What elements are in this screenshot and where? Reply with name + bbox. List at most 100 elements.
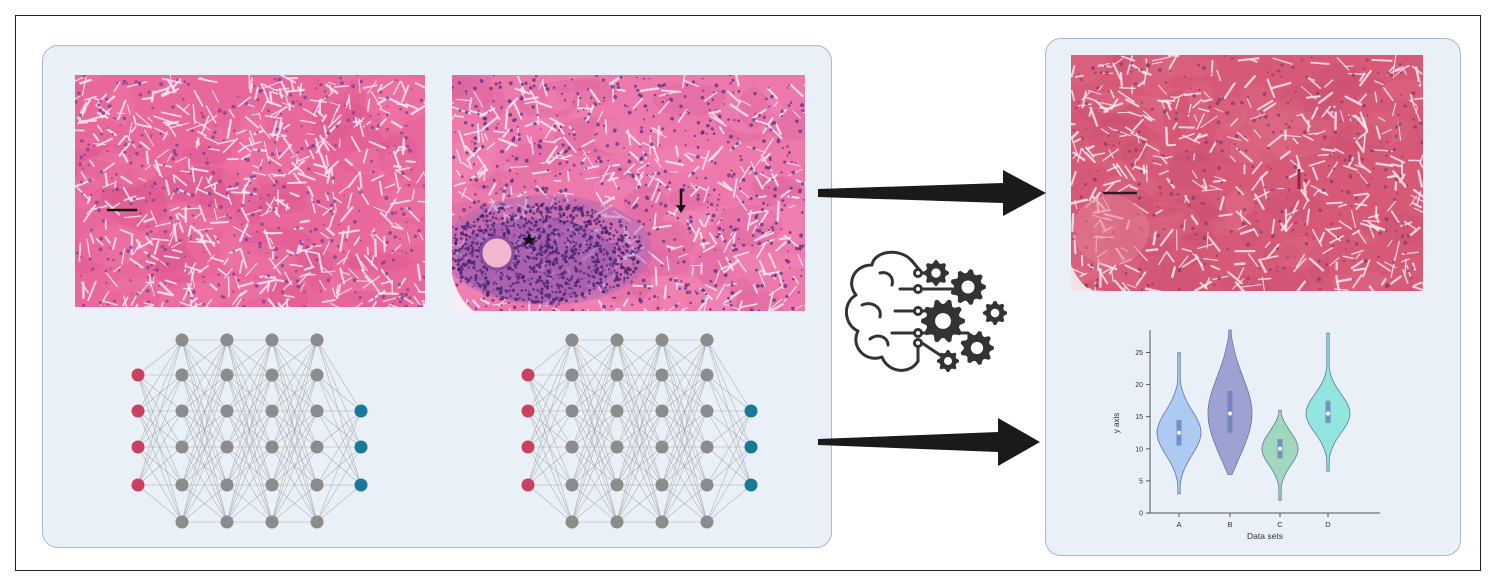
hidden-node (310, 368, 324, 382)
input-node (521, 404, 535, 418)
histology-image-2 (452, 75, 805, 311)
output-node (744, 404, 758, 418)
hidden-node (610, 515, 624, 529)
gear-icon (923, 260, 949, 286)
hidden-node (565, 333, 579, 347)
y-tick-label: 0 (1139, 511, 1143, 518)
hidden-node (220, 368, 234, 382)
hidden-node (610, 368, 624, 382)
hidden-node (310, 478, 324, 492)
violin-median-C (1278, 446, 1282, 451)
gear-icon (921, 299, 965, 343)
input-node (521, 440, 535, 454)
hidden-node (265, 333, 279, 347)
arrow-to-image-output (818, 170, 1046, 216)
hidden-node (610, 478, 624, 492)
output-node (354, 404, 368, 418)
hidden-node (310, 515, 324, 529)
hidden-node (175, 440, 189, 454)
hidden-node (565, 368, 579, 382)
output-node (744, 478, 758, 492)
hidden-node (220, 478, 234, 492)
gear-icon (960, 331, 994, 365)
gear-icon (950, 269, 986, 305)
hidden-node (700, 333, 714, 347)
input-node (131, 440, 145, 454)
hidden-node (220, 333, 234, 347)
hidden-node (610, 404, 624, 418)
hidden-node (265, 515, 279, 529)
hidden-node (700, 515, 714, 529)
x-tick-label: D (1325, 520, 1331, 529)
hidden-node (175, 333, 189, 347)
hidden-node (265, 404, 279, 418)
hidden-node (700, 440, 714, 454)
hidden-node (310, 404, 324, 418)
violin-median-D (1326, 411, 1330, 416)
hidden-node (265, 440, 279, 454)
y-tick-label: 15 (1135, 414, 1143, 421)
gear-icon (937, 350, 959, 372)
hidden-node (655, 333, 669, 347)
input-node (131, 404, 145, 418)
y-tick-layer: 0 5 10 15 20 25 (1135, 350, 1150, 518)
y-tick-label: 25 (1135, 350, 1143, 357)
hidden-node (700, 478, 714, 492)
hidden-node (565, 515, 579, 529)
histology-image-1 (75, 75, 425, 307)
gear-icon (983, 301, 1007, 325)
hidden-node (655, 368, 669, 382)
hidden-node (265, 368, 279, 382)
y-tick-label: 10 (1135, 446, 1143, 453)
hidden-node (220, 404, 234, 418)
hidden-node (610, 333, 624, 347)
hidden-node (265, 478, 279, 492)
x-tick-label: A (1176, 520, 1181, 529)
input-node (521, 478, 535, 492)
y-tick-label: 5 (1139, 478, 1143, 485)
hidden-node (310, 333, 324, 347)
violin-median-A (1177, 430, 1181, 435)
hidden-node (175, 404, 189, 418)
hidden-node (655, 478, 669, 492)
violin-median-B (1228, 411, 1232, 416)
hidden-node (655, 440, 669, 454)
y-tick-label: 20 (1135, 382, 1143, 389)
hidden-node (310, 440, 324, 454)
violin-series-layer (1156, 329, 1351, 501)
hidden-node (700, 404, 714, 418)
hidden-node (700, 368, 714, 382)
hidden-node (655, 404, 669, 418)
x-tick-label: B (1227, 520, 1232, 529)
network-edges (137, 339, 362, 523)
hidden-node (655, 515, 669, 529)
histology-image-output (1071, 55, 1423, 291)
violin-chart: 0 5 10 15 20 25 A B C D y axis Data sets (1112, 329, 1380, 541)
hidden-node (175, 478, 189, 492)
arrow-to-chart-output (818, 418, 1040, 466)
input-node (131, 368, 145, 382)
neural-network-1 (131, 333, 368, 529)
y-axis-label: y axis (1112, 413, 1121, 433)
output-node (354, 478, 368, 492)
network-edges (527, 339, 752, 523)
hidden-node (610, 440, 624, 454)
hidden-node (175, 368, 189, 382)
x-tick-label: C (1277, 520, 1283, 529)
hidden-node (175, 515, 189, 529)
input-node (131, 478, 145, 492)
inflammatory-cluster (452, 195, 652, 305)
output-node (354, 440, 368, 454)
marker-star (522, 233, 536, 246)
input-node (521, 368, 535, 382)
output-node (744, 440, 758, 454)
x-axis-label: Data sets (1247, 531, 1283, 541)
hidden-node (565, 404, 579, 418)
hidden-node (220, 440, 234, 454)
hidden-node (565, 440, 579, 454)
brain-gears-icon (845, 250, 1007, 372)
hidden-node (565, 478, 579, 492)
neural-network-2 (521, 333, 758, 529)
marker-arrow-2-head (676, 205, 686, 213)
x-tick-layer: A B C D (1176, 513, 1331, 529)
